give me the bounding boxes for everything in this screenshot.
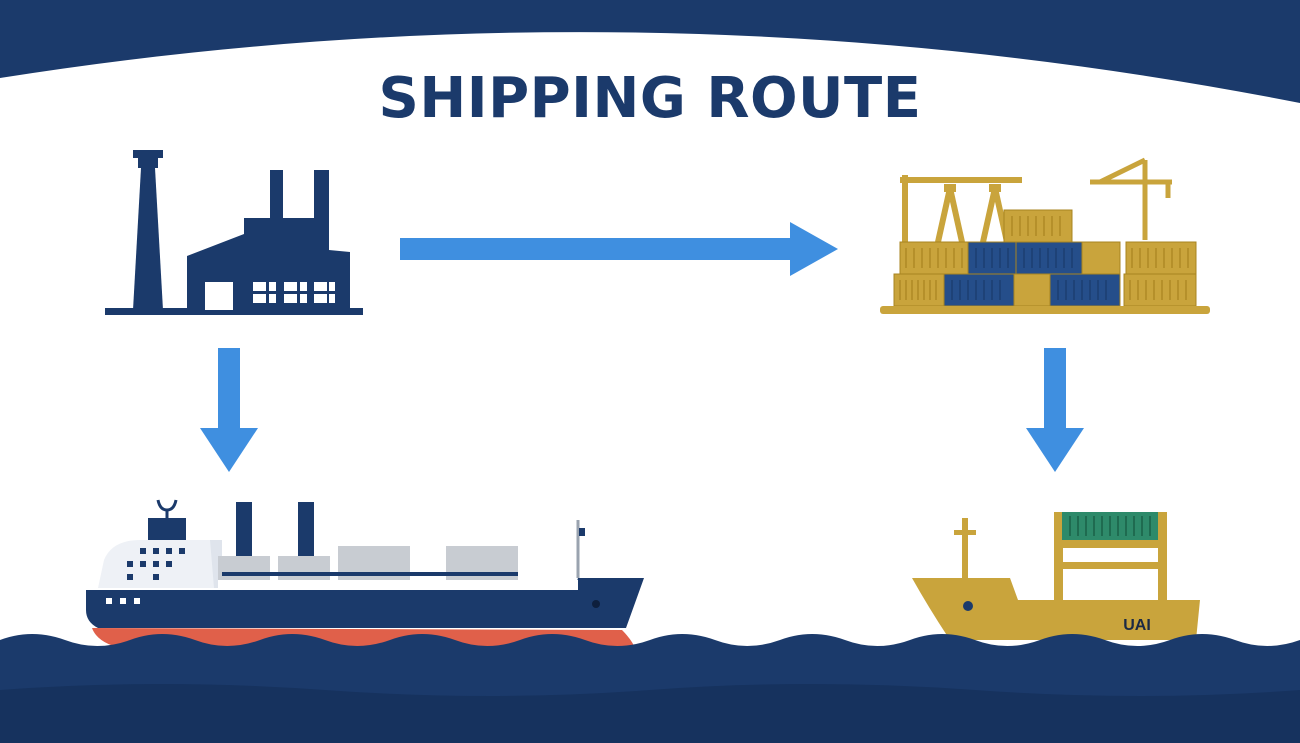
cargo-ship-hull-windows <box>106 598 140 604</box>
cargo-ship-icon <box>86 499 644 650</box>
arrow-factory-to-port <box>400 222 838 276</box>
factory-windows <box>205 282 335 310</box>
diagram-title: SHIPPING ROUTE <box>378 66 922 131</box>
factory-icon <box>105 150 363 315</box>
top-banner <box>0 0 1300 103</box>
container-port-icon <box>880 157 1210 314</box>
container-ship-icon <box>912 512 1200 640</box>
arrow-factory-to-cargo-ship <box>200 348 258 472</box>
container-ship-label: UAI <box>1123 617 1151 634</box>
sea-lower-band <box>0 684 1300 743</box>
arrow-port-to-container-ship <box>1026 348 1084 472</box>
cargo-ship-windows <box>127 548 185 580</box>
